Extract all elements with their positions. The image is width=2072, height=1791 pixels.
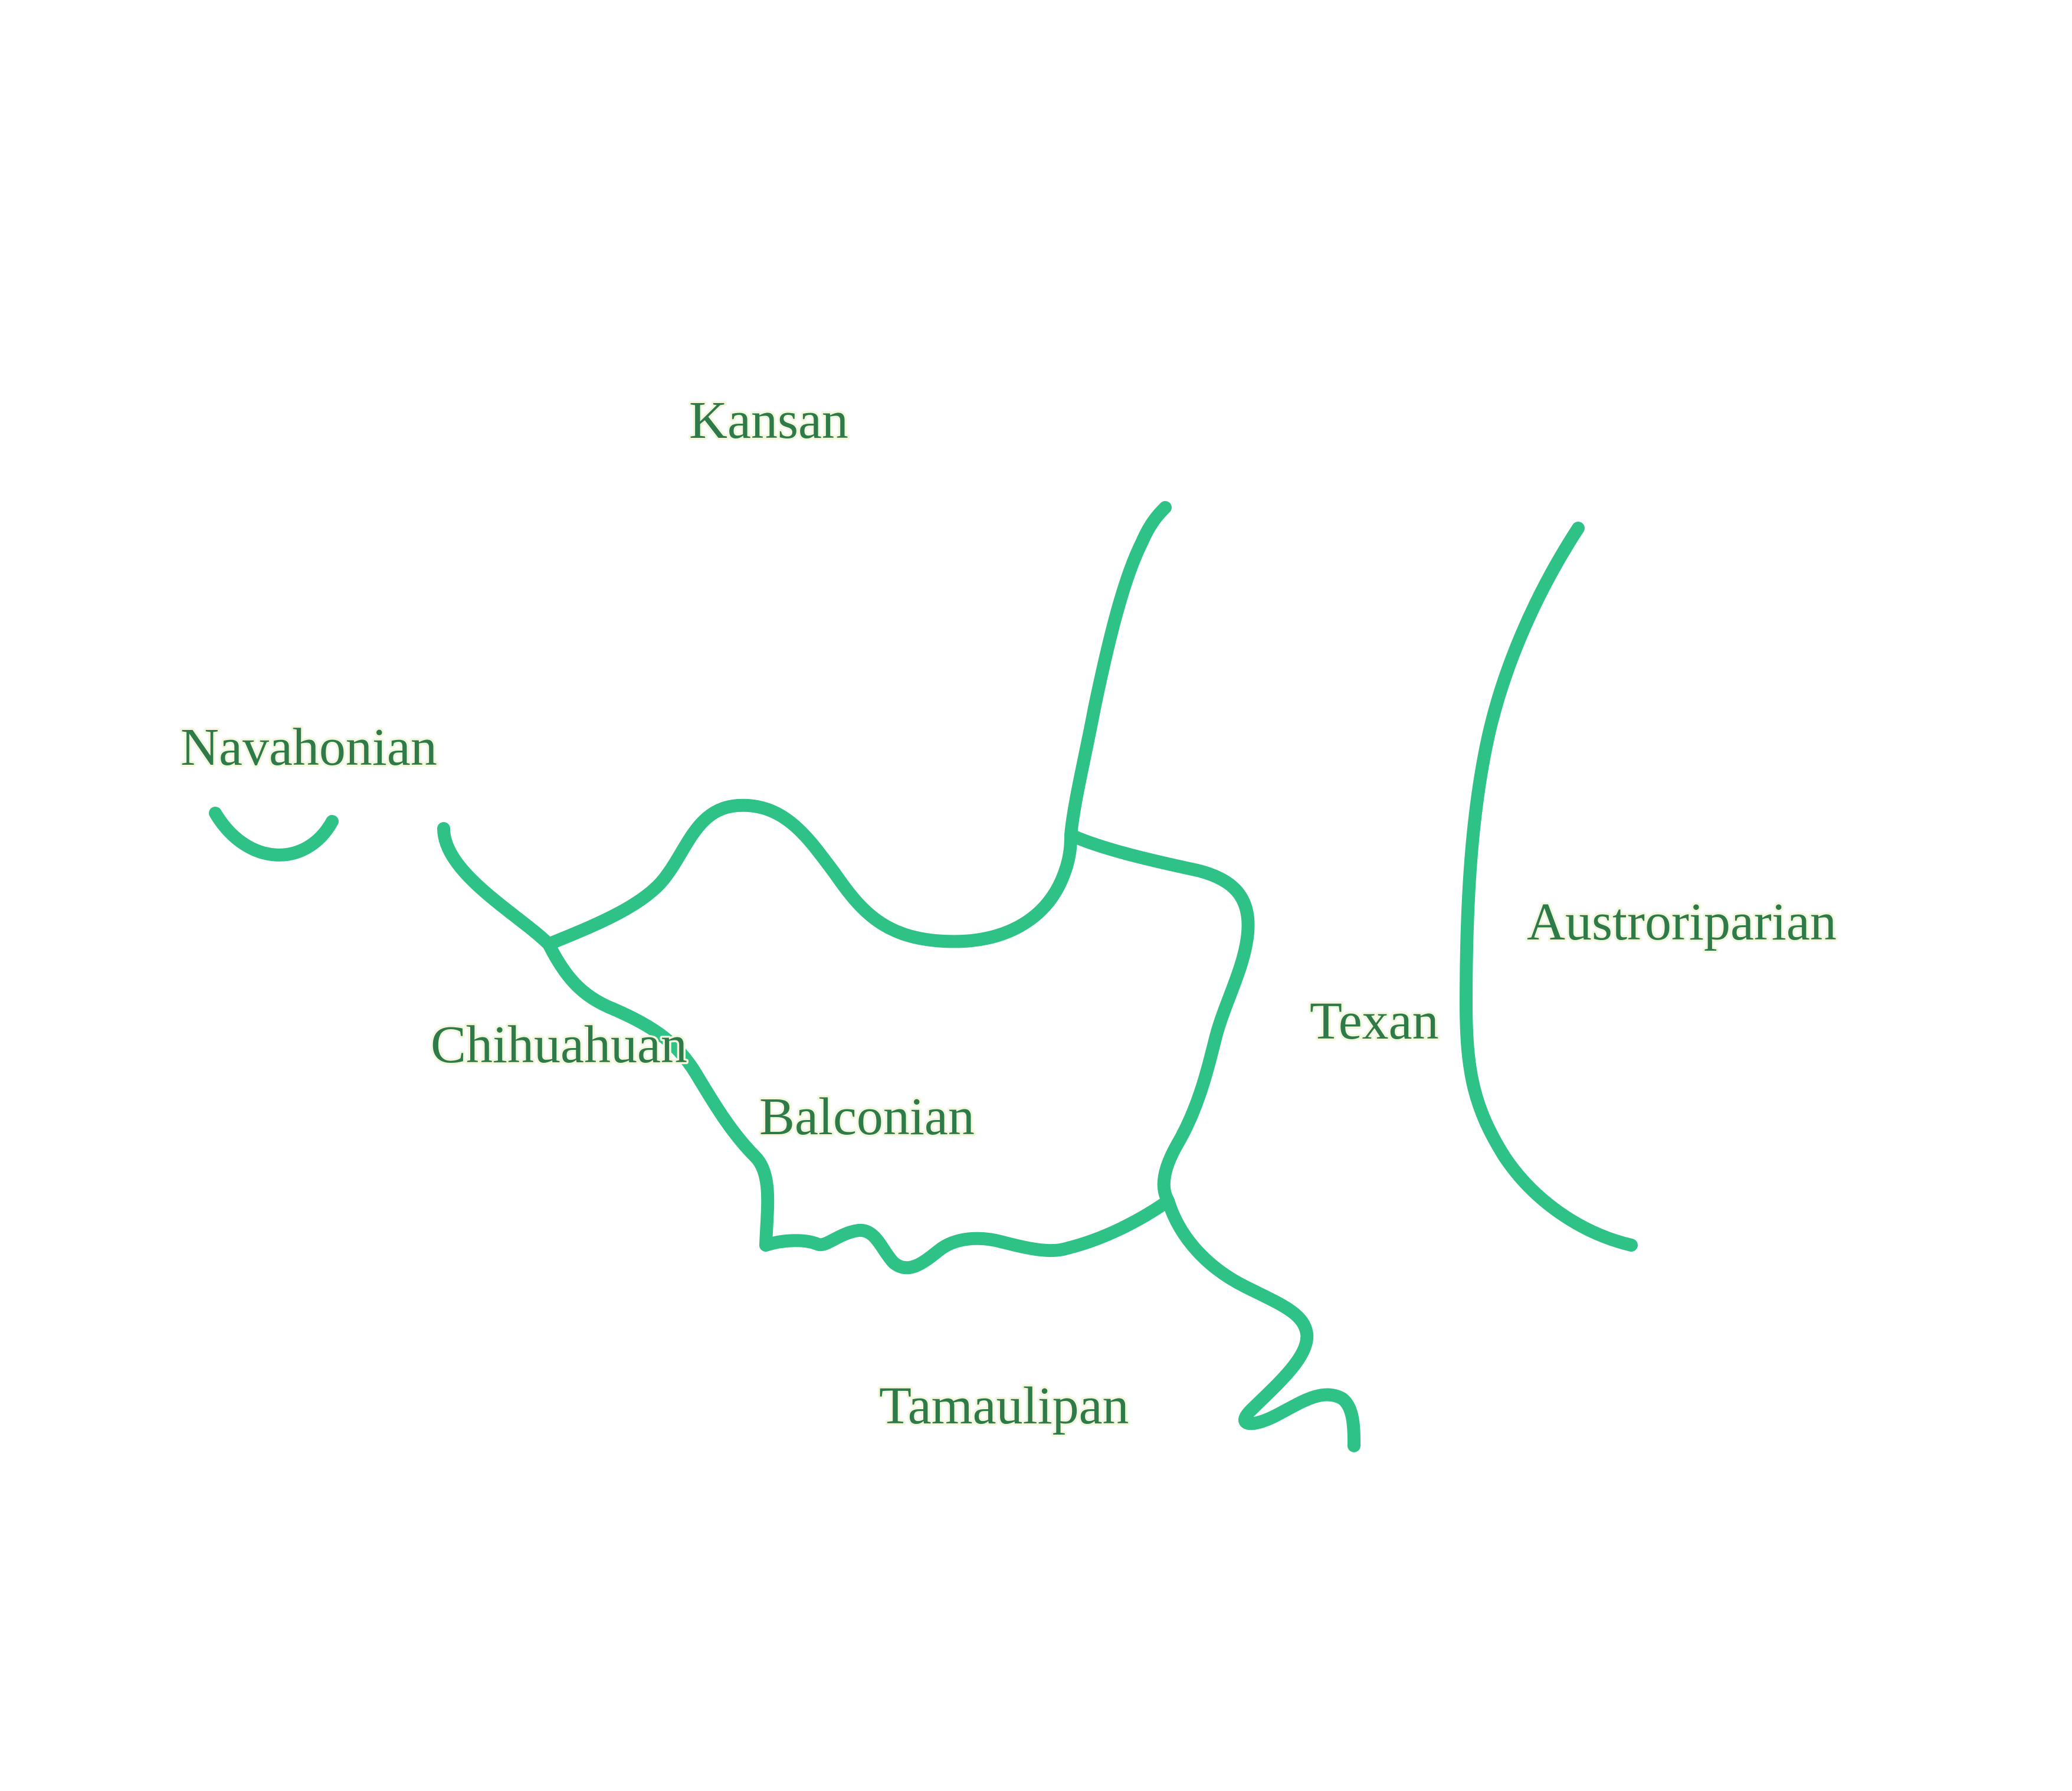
- region-label-kansan: Kansan: [689, 391, 848, 450]
- boundary-navahonian-arc: [209, 807, 339, 862]
- region-label-austroriparian: Austroriparian: [1527, 893, 1837, 951]
- boundary-balconian-east: [1064, 829, 1255, 1207]
- boundary-texan-austroriparian: [1460, 522, 1638, 1252]
- boundary-lines: [209, 501, 1638, 1452]
- boundary-balconian-west: [542, 938, 775, 1252]
- region-labels: Kansan Navahonian Chihuahuan Balconian T…: [179, 389, 1839, 1438]
- boundary-chihuahuan-west: [437, 822, 555, 951]
- region-label-tamaulipan: Tamaulipan: [879, 1377, 1129, 1435]
- region-label-navahonian: Navahonian: [181, 718, 437, 777]
- region-label-texan: Texan: [1310, 992, 1439, 1050]
- region-label-balconian: Balconian: [759, 1088, 975, 1146]
- boundary-kansan-texan: [1064, 501, 1172, 842]
- region-label-chihuahuan: Chihuahuan: [431, 1016, 687, 1074]
- boundary-balconian-south: [759, 1194, 1175, 1275]
- boundary-tamaulipan-east: [1162, 1194, 1360, 1452]
- boundary-balconian-north: [542, 798, 1077, 951]
